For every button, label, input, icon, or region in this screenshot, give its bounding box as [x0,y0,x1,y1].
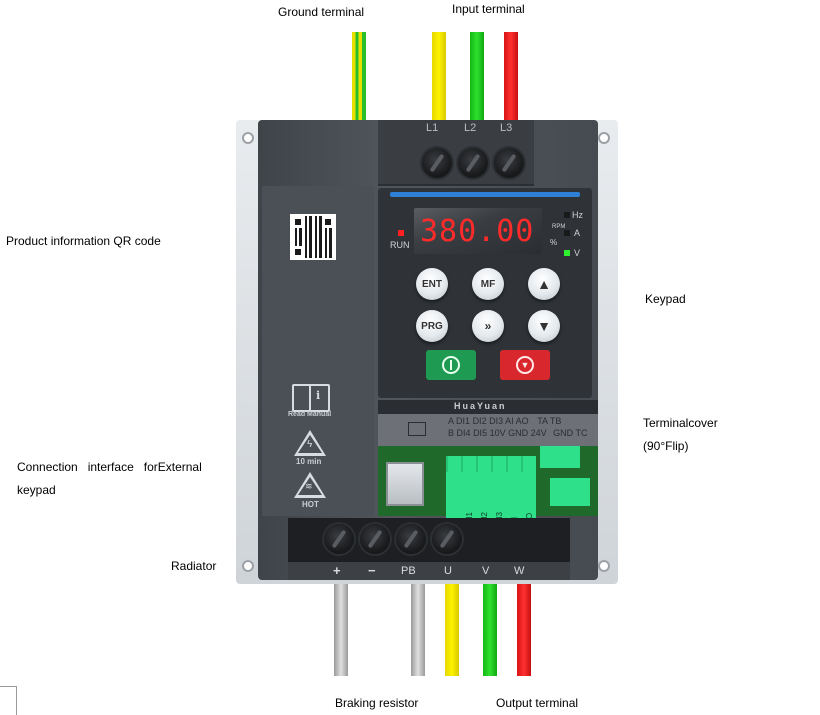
input-wire-l3 [504,32,518,122]
terminal-label-l1: L1 [426,122,439,134]
terminal-screw-plus [324,524,354,554]
control-terminal-labels-row2: B DI4 DI5 10V GND 24V GND TC [448,428,588,438]
output-wire-u [445,580,459,676]
up-button[interactable]: ▲ [528,268,560,300]
terminal-screw-l3 [494,148,524,178]
read-manual-icon: i [292,384,330,412]
terminal-cover-label-line1: Terminalcover [643,416,718,430]
unit-label-v: V [574,248,581,258]
mount-hole-br [598,560,610,572]
corner-mark [0,686,17,715]
brand-logo: HuaYuan [454,401,507,411]
ent-button[interactable]: ENT [416,268,448,300]
terminal-screw-u [432,524,462,554]
unit-label-hz: Hz [572,210,583,220]
chevron-up-icon: ▲ [537,276,551,292]
external-keypad-label-line1: Connection interface forExternal [17,460,202,474]
stop-button[interactable]: ▼ [500,350,550,380]
output-wire-v [483,580,497,676]
braking-resistor-label: Braking resistor [335,696,419,710]
hot-surface-warning-icon: ≋ [294,472,326,498]
unit-led-hz [564,212,570,218]
terminal-label-l2: L2 [464,122,477,134]
keypad-panel: RUN 380.00 RPM % Hz A V ENT MF ▲ PRG » ▼… [378,188,592,398]
mf-button[interactable]: MF [472,268,504,300]
terminal-label-plus: + [333,563,341,578]
braking-wire-plus [334,580,348,676]
hot-label: HOT [302,500,319,509]
ground-terminal-label: Ground terminal [278,5,365,19]
terminal-screw-l1 [422,148,452,178]
terminal-label-l3: L3 [500,122,513,134]
qr-code-label: Product information QR code [6,234,161,248]
rj45-port-icon [408,422,426,436]
input-wire-l2 [470,32,484,122]
terminal-screw-minus [360,524,390,554]
mount-hole-tr [598,132,610,144]
ground-wire [352,32,366,122]
control-terminal-labels-row1: A DI1 DI2 DI3 AI AO TA TB [448,416,562,426]
electric-shock-warning-icon: ϟ [294,430,326,456]
led-display: 380.00 [414,208,542,254]
terminal-label-w: W [514,565,525,577]
read-manual-label: Read Manual [288,411,332,418]
run-label: RUN [390,240,410,250]
discharge-time-label: 10 min [296,457,322,466]
mount-hole-tl [242,132,254,144]
keypad-label: Keypad [645,292,686,306]
display-value: 380.00 [420,214,535,249]
run-indicator-led [398,230,404,236]
power-icon [442,356,460,374]
output-terminal-label: Output terminal [496,696,579,710]
terminal-cover-label-line2: (90°Flip) [643,439,689,453]
terminal-cover[interactable]: HuaYuan [378,400,598,446]
input-wire-l1 [432,32,446,122]
chevron-down-icon: ▼ [537,318,551,334]
stop-icon: ▼ [516,356,534,374]
unit-label-rpm: RPM [552,224,566,230]
down-button[interactable]: ▼ [528,310,560,342]
relay-terminal-plug-top[interactable] [540,446,580,468]
braking-wire-pb [411,580,425,676]
external-keypad-port[interactable] [386,462,424,506]
double-chevron-right-icon: » [484,319,492,333]
prg-button[interactable]: PRG [416,310,448,342]
unit-led-v [564,250,570,256]
unit-label-percent: % [550,238,558,247]
radiator-label: Radiator [171,559,217,573]
unit-led-a [564,230,570,236]
external-keypad-label-line2: keypad [17,483,56,497]
terminal-label-v: V [482,565,490,577]
terminal-screw-l2 [458,148,488,178]
input-terminal-block: L1 L2 L3 [378,120,534,186]
terminal-label-minus: − [368,563,376,578]
accent-strip [390,192,580,197]
unit-label-a: A [574,228,581,238]
output-wire-w [517,580,531,676]
relay-terminal-plug-bottom[interactable] [550,478,590,506]
mount-hole-bl [242,560,254,572]
terminal-screw-pb [396,524,426,554]
terminal-label-u: U [444,565,452,577]
input-terminal-label: Input terminal [452,2,525,16]
qr-code [290,214,336,260]
shift-button[interactable]: » [472,310,504,342]
output-terminal-label-bar [288,562,570,580]
run-button[interactable] [426,350,476,380]
terminal-label-pb: PB [401,565,416,577]
